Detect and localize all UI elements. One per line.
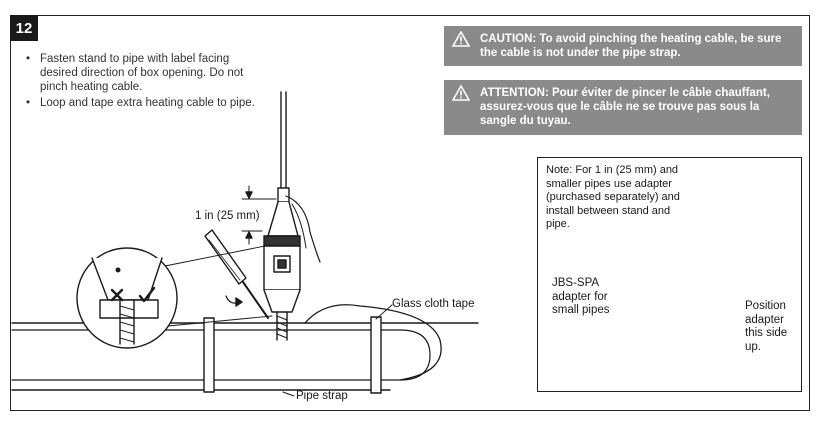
stand-illustration [263, 91, 321, 341]
dimension-marker [241, 185, 277, 245]
inset-panel [537, 157, 802, 392]
glass-cloth-tape-label: Glass cloth tape [392, 298, 475, 310]
caution-text-french: ATTENTION: Pour éviter de pincer le câbl… [480, 87, 770, 127]
detail-zoom-circle [76, 244, 273, 349]
step-number-badge: 12 [10, 15, 38, 41]
caution-box-french: ATTENTION: Pour éviter de pincer le câbl… [444, 80, 802, 135]
position-adapter-label: Position adapter this side up. [745, 300, 788, 353]
pipe-illustration [11, 304, 479, 391]
pipe-strap-illustration [203, 316, 382, 394]
instruction-item: Fasten stand to pipe with label facing d… [26, 52, 256, 94]
caution-text-english: CAUTION: To avoid pinching the heating c… [480, 33, 782, 59]
pipe-strap-label: Pipe strap [296, 390, 348, 402]
instruction-list: Fasten stand to pipe with label facing d… [26, 52, 256, 112]
dimension-label: 1 in (25 mm) [195, 210, 260, 222]
warning-triangle-icon [452, 31, 470, 47]
warning-triangle-icon [452, 85, 470, 101]
screwdriver-illustration [204, 229, 269, 319]
instruction-item: Loop and tape extra heating cable to pip… [26, 96, 256, 110]
caution-box-english: CAUTION: To avoid pinching the heating c… [444, 26, 802, 66]
inset-note-text: Note: For 1 in (25 mm) and smaller pipes… [546, 164, 680, 230]
adapter-label: JBS-SPA adapter for small pipes [552, 277, 610, 316]
